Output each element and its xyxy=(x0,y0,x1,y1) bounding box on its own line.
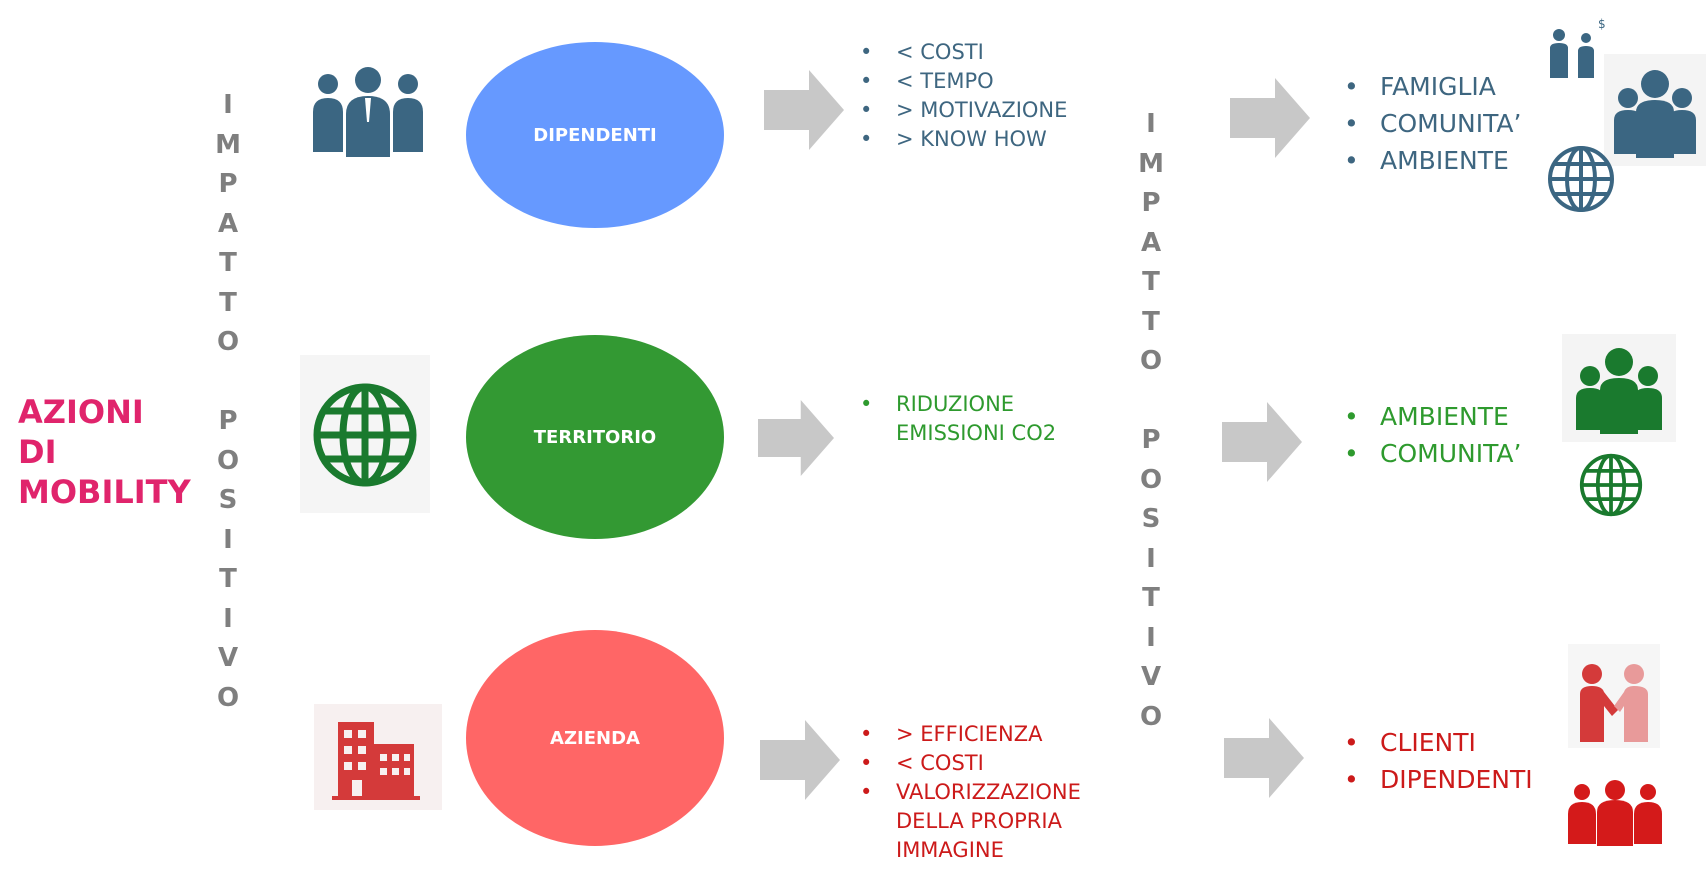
arrow-icon xyxy=(760,720,840,800)
list-item: COMUNITA’ xyxy=(1344,435,1574,472)
title-line-2: MOBILITY xyxy=(18,473,191,511)
office-building-icon xyxy=(314,704,442,810)
group-icon xyxy=(1562,334,1676,442)
benefits-list-azienda: > EFFICIENZA < COSTI VALORIZZAZIONE DELL… xyxy=(860,720,1100,865)
title-line-1: AZIONI DI xyxy=(18,393,144,471)
benefits-list-territorio: RIDUZIONE EMISSIONI CO2 xyxy=(860,390,1100,448)
list-item: > KNOW HOW xyxy=(860,125,1100,154)
list-item: RIDUZIONE EMISSIONI CO2 xyxy=(860,390,1100,448)
group-icon xyxy=(1604,54,1706,166)
list-item: DIPENDENTI xyxy=(1344,761,1574,798)
arrow-icon xyxy=(1224,718,1304,798)
circle-label: DIPENDENTI xyxy=(533,124,657,146)
list-item: AMBIENTE xyxy=(1344,142,1574,179)
list-item: FAMIGLIA xyxy=(1344,68,1574,105)
impacts-list-dipendenti: FAMIGLIA COMUNITA’ AMBIENTE xyxy=(1344,68,1574,179)
globe-icon xyxy=(1546,144,1616,214)
svg-text:$: $ xyxy=(1598,18,1606,31)
impacts-list-territorio: AMBIENTE COMUNITA’ xyxy=(1344,398,1574,472)
globe-icon xyxy=(1578,452,1644,518)
arrow-icon xyxy=(764,70,844,150)
circle-label: AZIENDA xyxy=(550,727,640,749)
arrow-icon xyxy=(1222,402,1302,482)
impacts-list-azienda: CLIENTI DIPENDENTI xyxy=(1344,724,1574,798)
circle-territorio: TERRITORIO xyxy=(466,335,724,539)
business-people-icon xyxy=(308,62,428,162)
list-item: < TEMPO xyxy=(860,67,1100,96)
arrow-icon xyxy=(758,400,834,476)
list-item: COMUNITA’ xyxy=(1344,105,1574,142)
family-icon: $ xyxy=(1542,17,1608,80)
handshake-icon xyxy=(1568,644,1660,748)
circle-label: TERRITORIO xyxy=(533,426,657,448)
globe-icon xyxy=(300,355,430,513)
list-item: < COSTI xyxy=(860,749,1100,778)
list-item: < COSTI xyxy=(860,38,1100,67)
circle-azienda: AZIENDA xyxy=(466,630,724,846)
list-item: VALORIZZAZIONE DELLA PROPRIA IMMAGINE xyxy=(860,778,1106,865)
list-item: > EFFICIENZA xyxy=(860,720,1100,749)
list-item: AMBIENTE xyxy=(1344,398,1574,435)
arrow-icon xyxy=(1230,78,1310,158)
business-people-icon xyxy=(1564,778,1666,846)
circle-dipendenti: DIPENDENTI xyxy=(466,42,724,228)
list-item: CLIENTI xyxy=(1344,724,1574,761)
benefits-list-dipendenti: < COSTI < TEMPO > MOTIVAZIONE > KNOW HOW xyxy=(860,38,1100,154)
diagram-title: AZIONI DI MOBILITY xyxy=(18,392,191,512)
list-item: > MOTIVAZIONE xyxy=(860,96,1100,125)
